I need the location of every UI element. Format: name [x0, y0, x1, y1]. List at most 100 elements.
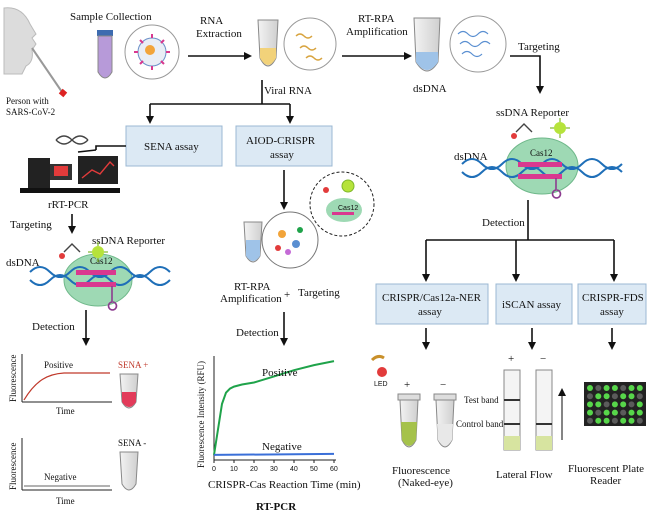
mid-rtrpa-label-1: RT-RPA [234, 281, 270, 293]
plate-well [636, 393, 643, 400]
plate-well [636, 385, 643, 391]
plate-well [587, 385, 593, 391]
plate-well [587, 409, 593, 416]
rna-tube-icon [257, 17, 337, 71]
sena-positive-plot: Positive Fluorescence Time [8, 354, 112, 416]
fds-label-1: CRISPR-FDS [582, 292, 644, 304]
series-negative-label: Negative [262, 441, 302, 453]
mid-targeting-label: Targeting [298, 287, 340, 299]
left-cas12-label: Cas12 [90, 256, 113, 266]
plate-well [628, 393, 635, 400]
ner-plus-label: + [404, 379, 410, 391]
x-tick-label: 30 [270, 466, 278, 473]
left-targeting-label: Targeting [10, 219, 52, 231]
dsdna-top-label: dsDNA [413, 83, 447, 95]
series-negative-line [213, 452, 335, 456]
plate-well [636, 401, 643, 408]
targeting-top-label: Targeting [518, 41, 560, 53]
plate-well [620, 393, 627, 400]
left-reporter-icon [59, 242, 108, 262]
pcr-machine-icon [20, 156, 120, 193]
dsdna-tube-icon [413, 15, 507, 73]
left-positive-label: Positive [44, 360, 73, 370]
plate-well [628, 385, 635, 391]
sena-assay-label: SENA assay [144, 141, 199, 153]
x-tick-label: 40 [290, 466, 298, 473]
iscan-label: iSCAN assay [502, 299, 561, 311]
left-fluor-label-2: Fluorescence [8, 443, 18, 490]
plate-well [611, 393, 618, 400]
lf-minus-label: − [540, 353, 546, 365]
sena-negative-label: SENA - [118, 438, 146, 448]
plate-well [595, 401, 602, 408]
ner-minus-label: − [440, 379, 446, 391]
rrt-pcr-label: rRT-PCR [48, 199, 89, 211]
x-tick-label: 10 [230, 466, 238, 473]
right-cas12-complex: Cas12 [461, 137, 623, 199]
plate-well [587, 393, 593, 400]
plate-well [620, 385, 627, 391]
arrow-targeting-top [510, 55, 544, 94]
rna-extraction-label-2: Extraction [196, 28, 242, 40]
lateral-flow-label: Lateral Flow [496, 469, 553, 481]
plate-well [595, 393, 602, 400]
series-positive-label: Positive [262, 367, 298, 379]
plate-well [603, 409, 610, 416]
plate-well [628, 401, 635, 408]
sample-tube-icon [97, 30, 113, 79]
fluor-label-2: (Naked-eye) [398, 477, 453, 489]
left-cas12-complex: Cas12 [29, 253, 171, 311]
sample-collection-label: Sample Collection [70, 11, 152, 23]
plate-well [611, 385, 618, 391]
test-band-label: Test band [464, 395, 499, 405]
sena-positive-tube [119, 373, 139, 409]
left-dsdna-label: dsDNA [6, 257, 40, 269]
plate-well [628, 409, 635, 416]
x-tick-label: 50 [310, 466, 318, 473]
plate-wells [587, 385, 643, 424]
right-detection-label: Detection [482, 217, 525, 229]
x-tick-label: 60 [330, 466, 338, 473]
plate-well [595, 385, 602, 391]
right-reporter-icon [511, 118, 570, 139]
right-dsdna-label: dsDNA [454, 151, 488, 163]
plate-well [587, 417, 593, 424]
lateral-flow-strips [503, 369, 566, 451]
rt-rpa-label-1: RT-RPA [358, 13, 394, 25]
left-fluor-label-1: Fluorescence [8, 355, 18, 402]
aiod-crispr-box [235, 125, 333, 167]
mid-plus-label: + [284, 289, 290, 301]
plate-well [595, 409, 602, 416]
plate-well [620, 417, 627, 424]
ner-assay-box [375, 283, 489, 325]
left-time-label-1: Time [56, 406, 75, 416]
plate-well [611, 417, 618, 424]
fds-label-2: assay [600, 306, 624, 318]
sena-negative-tube [119, 451, 139, 491]
plate-well [595, 417, 602, 424]
sena-negative-plot: Negative Fluorescence Time [8, 438, 112, 506]
lf-plus-label: + [508, 353, 514, 365]
plate-well [636, 409, 643, 416]
plate-well [611, 409, 618, 416]
plate-well [603, 401, 610, 408]
fluor-label-1: Fluorescence [392, 465, 450, 477]
left-detection-label: Detection [32, 321, 75, 333]
dna-helix-icon [55, 135, 89, 145]
x-tick-label: 20 [250, 466, 258, 473]
right-cas12-label: Cas12 [530, 148, 553, 158]
left-time-label-2: Time [56, 496, 75, 506]
fds-assay-box [577, 283, 647, 325]
mid-rtrpa-label-2: Amplification [220, 293, 282, 305]
led-icon [370, 354, 387, 377]
plate-well [636, 417, 643, 424]
rt-pcr-label: RT-PCR [256, 501, 297, 513]
x-tick-label: 0 [212, 466, 216, 473]
virus-icon [124, 24, 180, 80]
control-band-label: Control band [456, 419, 504, 429]
plate-well [620, 401, 627, 408]
plate-well [603, 385, 610, 391]
